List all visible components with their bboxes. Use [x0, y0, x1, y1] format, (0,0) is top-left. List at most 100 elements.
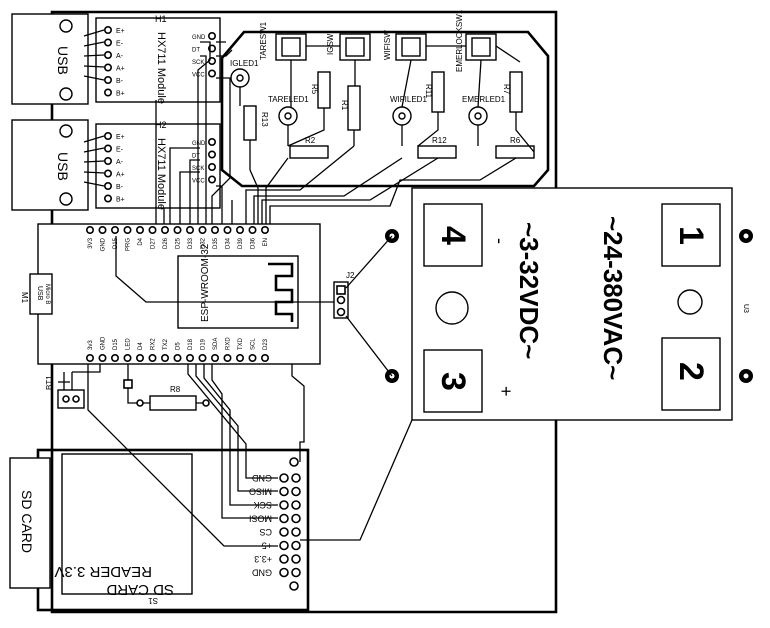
usb-top-label: USB	[55, 46, 71, 75]
hx711-pin-Bminus	[104, 182, 113, 191]
switch-igsw-label: IGSW	[326, 33, 335, 55]
esp32-pin-label: D34	[226, 237, 232, 249]
resistor-r2-label: R2	[305, 136, 316, 145]
resistor-r1: R1	[340, 85, 361, 131]
relay-terminal-3-number: 3	[434, 372, 472, 391]
esp32-pin-label: SCL	[251, 338, 257, 350]
relay-terminal-4-number: 4	[434, 226, 472, 245]
led-wifiled1: WIFILED1	[390, 95, 427, 126]
hx711-pin-vcc	[208, 175, 217, 184]
relay-minus-sign: -	[490, 238, 510, 244]
sd-pin-pad	[291, 567, 301, 578]
resistor-r8-label: R8	[170, 385, 181, 394]
led-igled1-label: IGLED1	[230, 59, 259, 68]
esp32-pin-d26	[161, 226, 170, 235]
hx711-pin-label: VCC	[192, 179, 205, 185]
esp32-pin-label: D36	[251, 237, 257, 249]
esp32-pin-d35	[211, 226, 220, 235]
hx711-pin-label: B-	[116, 78, 124, 85]
sd-pin-cs	[279, 527, 289, 537]
esp32-pin-d33	[186, 226, 195, 235]
sd-pin-sck	[279, 500, 289, 510]
sd-pin-label: CS	[259, 527, 272, 537]
esp32-antenna	[268, 262, 294, 322]
led-emerled1: EMERLED1	[462, 95, 506, 126]
esp32-pin-d15	[111, 353, 120, 362]
relay-mount-hole-left	[435, 291, 469, 325]
j2-ref: J2	[346, 271, 355, 280]
indicator-board-wires	[239, 45, 535, 170]
hx711-pin-gnd	[208, 31, 217, 40]
esp32-pin-label: D5	[176, 342, 182, 350]
esp32-pin-d25	[173, 226, 182, 235]
hx711-pin-Eminus	[104, 38, 113, 47]
sd-mount-hole	[289, 457, 299, 467]
esp32-pin-3v3	[86, 353, 95, 362]
esp32-pin-sda	[211, 353, 220, 362]
switch-emerlocksw1: EMERLOCKSW1	[455, 9, 497, 72]
esp32-pin-txd	[236, 353, 245, 362]
esp32-pin-3v3	[86, 226, 95, 235]
resistor-r12: R12	[417, 136, 457, 159]
sd-pin-plus5	[279, 540, 289, 551]
sd-mount-hole	[289, 581, 299, 591]
usb-bottom-label: USB	[55, 152, 71, 181]
hx711-pin-Aminus	[104, 50, 113, 59]
sd-card-slot: SD CARD	[9, 457, 51, 589]
hx711-pin-sck	[208, 163, 217, 172]
hx711-pin-Aplus	[104, 169, 113, 178]
hx711-pin-Eplus	[104, 25, 113, 34]
hx711-pin-gnd	[208, 138, 217, 147]
esp32-pin-label: D18	[188, 338, 194, 350]
resistor-r13: R13	[243, 105, 269, 141]
esp32-pin-label: D39	[238, 237, 244, 249]
esp32-module-can	[177, 255, 299, 329]
relay-terminal-1-number: 1	[672, 226, 710, 245]
switch-wifisw-label: WIFISW	[383, 30, 392, 60]
esp32-pin-d4	[136, 353, 145, 362]
m1-ref: M1	[20, 292, 29, 304]
relay-ac-label: ~24-380VAC~	[598, 216, 628, 380]
esp32-pin-tx2	[161, 353, 170, 362]
sd-pin-label: +3.3	[254, 554, 272, 564]
m1-label: USB	[36, 286, 43, 301]
esp32-pin-label: D4	[138, 342, 144, 350]
led-emerled1-label: EMERLED1	[462, 95, 506, 104]
resistor-r6-label: R6	[510, 136, 521, 145]
sd-pin-pad	[291, 554, 301, 564]
hx711-pin-Aminus	[104, 157, 113, 166]
esp32-pin-gnd	[98, 226, 107, 235]
esp32-pin-d5	[173, 353, 182, 362]
resistor-r8: R8	[123, 364, 210, 411]
esp32-pin-label: GND	[101, 336, 107, 350]
resistor-r7: R7	[502, 71, 523, 113]
esp32-pin-scl	[248, 353, 257, 362]
sd-pin-miso	[279, 486, 289, 497]
hx711-h1-label: HX711 Module	[155, 32, 167, 104]
esp32-pin-label: 3v3	[88, 340, 94, 350]
led-tareled1: TARELED1	[268, 95, 309, 126]
esp32-pin-d18	[186, 353, 195, 362]
hx711-pin-label: A+	[116, 66, 125, 73]
usb-micro-b-m1: M1 USB Micro B	[20, 273, 53, 315]
sd-pin-pad	[291, 473, 301, 483]
hx711-pin-label: DT	[192, 154, 200, 160]
hx711-h1-ref: H1	[155, 14, 167, 24]
esp32-pin-d4	[136, 226, 145, 235]
hx711-pin-label: SCK	[192, 60, 204, 66]
hx711-pin-Bplus	[104, 88, 113, 97]
hx711-pin-dt	[208, 150, 217, 159]
switch-wifisw: WIFISW	[383, 30, 427, 61]
esp32-pin-d15	[111, 226, 120, 235]
usb-connector-bottom: USB	[11, 119, 89, 211]
esp32-pin-rx2	[148, 353, 157, 362]
hx711-h2-ref: H2	[155, 120, 167, 130]
relay-ref: U3	[742, 304, 749, 313]
esp32-pin-label: 3V3	[88, 237, 94, 248]
hx711-pin-label: A+	[116, 172, 125, 179]
signal-bus-wires	[155, 41, 517, 230]
hx711-pin-label: B+	[116, 197, 125, 204]
sd-pin-pad	[291, 486, 301, 497]
resistor-r11-label: R11	[424, 84, 433, 99]
